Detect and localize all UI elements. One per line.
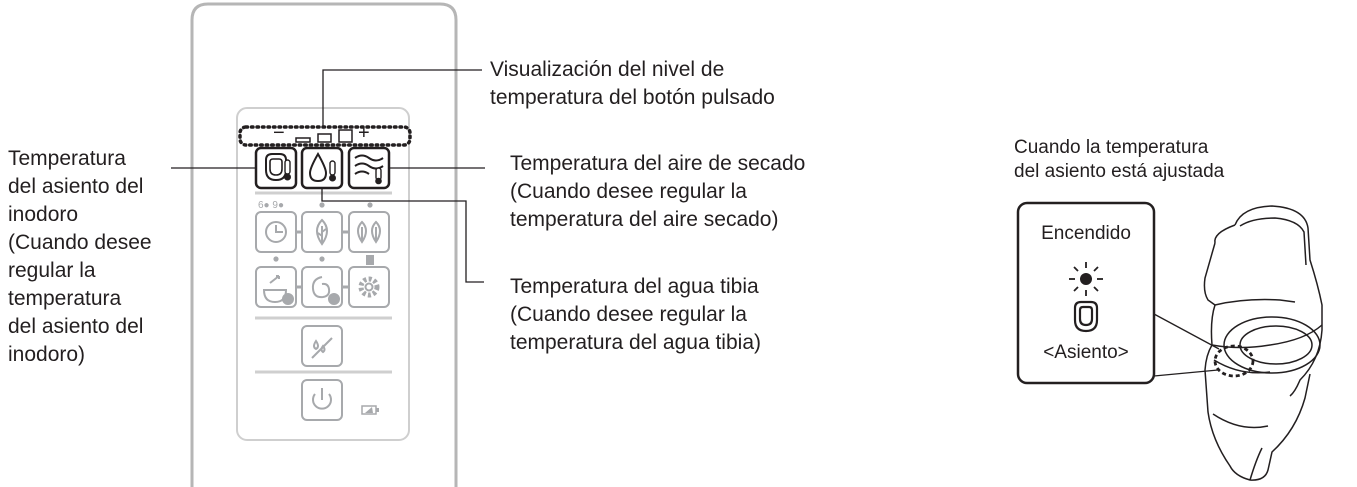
level-indicator xyxy=(295,129,353,143)
clock-icon xyxy=(265,221,287,243)
seat-icon xyxy=(1073,300,1099,333)
auto-badge-icon xyxy=(282,293,294,305)
swirl-icon xyxy=(311,276,331,299)
toilet-body xyxy=(1204,344,1311,481)
callout-seat-temp: Temperatura del asiento del inodoro (Cua… xyxy=(8,147,152,366)
seat-label: <Asiento> xyxy=(1043,342,1129,363)
callout-display-level: Visualización del nivel de temperatura d… xyxy=(490,58,775,109)
seat-panel-caption: Cuando la temperatura del asiento está a… xyxy=(1014,137,1225,182)
callout-water-temp: Temperatura del agua tibia (Cuando desee… xyxy=(510,275,761,354)
toilet-lid xyxy=(1234,205,1323,397)
indicator-highlight xyxy=(1213,344,1255,378)
level-minus-label: − xyxy=(273,122,285,144)
callout-dryer-temp: Temperatura del aire de secado (Cuando d… xyxy=(510,152,806,231)
seat-state-label: Encendido xyxy=(1041,223,1131,244)
water-drop-icon xyxy=(308,151,328,183)
light-on-icon xyxy=(1069,262,1103,296)
gear-icon xyxy=(358,276,380,298)
power-icon xyxy=(312,393,332,410)
leader-water-temp xyxy=(321,188,484,283)
panel-leader-lines xyxy=(1153,313,1220,377)
thermometer-icon xyxy=(329,160,336,182)
seat-temperature-button[interactable] xyxy=(254,146,298,190)
thermometer-icon xyxy=(375,167,382,185)
cleaning-button[interactable] xyxy=(301,325,343,367)
leaf-icon xyxy=(316,218,328,246)
double-leaf-icon xyxy=(357,220,381,244)
leader-display-level xyxy=(322,69,482,127)
thermometer-icon xyxy=(284,159,291,181)
level-display-box xyxy=(238,125,412,147)
toilet-illustration xyxy=(1203,205,1323,481)
battery-icon xyxy=(361,405,379,415)
level-plus-label: + xyxy=(358,122,370,144)
power-button[interactable] xyxy=(301,379,343,421)
water-temperature-button[interactable] xyxy=(300,146,344,190)
indicator-dots xyxy=(273,202,374,265)
leader-lines xyxy=(171,69,485,283)
dryer-temperature-button[interactable] xyxy=(347,146,391,190)
timer-marks: 6● 9● xyxy=(258,200,284,211)
toilet-seat xyxy=(1223,316,1321,374)
